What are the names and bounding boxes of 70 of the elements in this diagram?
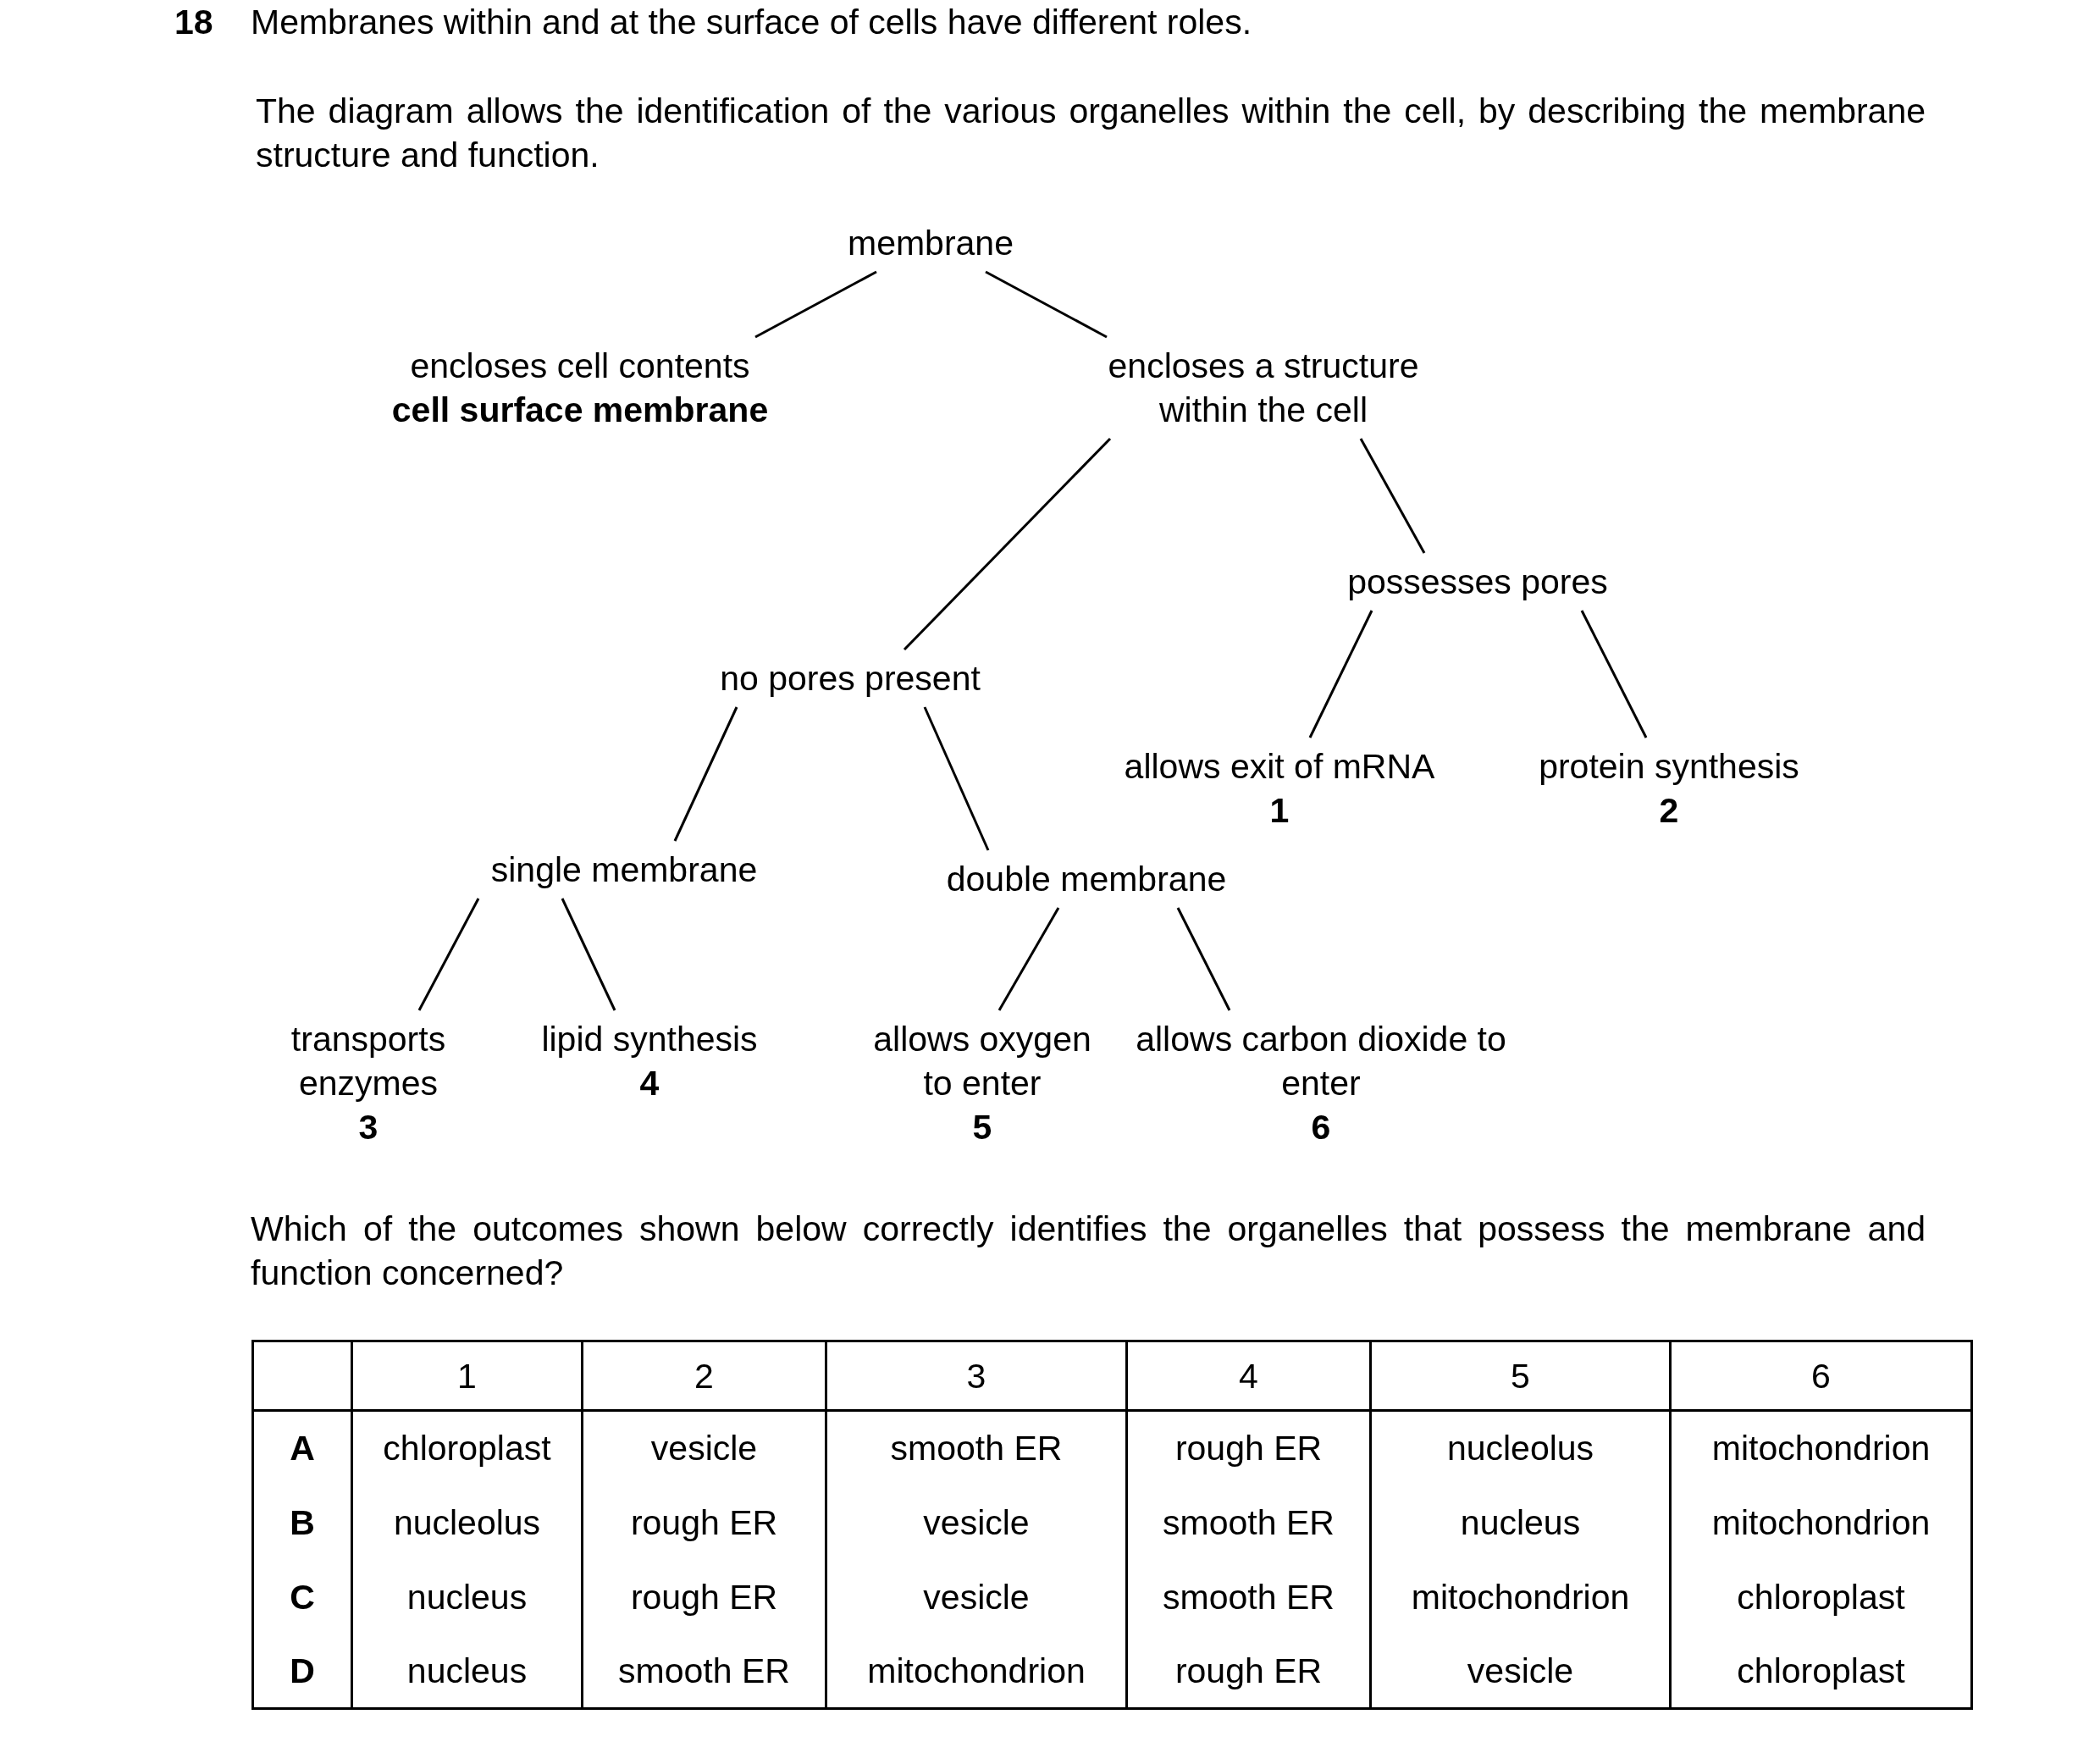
branch-line [903,437,1112,651]
table-cell: rough ER [582,1559,826,1634]
table-cell: smooth ER [582,1634,826,1709]
table-cell: mitochondrion [1370,1559,1671,1634]
branch-line [1359,438,1426,554]
table-cell: vesicle [1370,1634,1671,1709]
key-description: allows oxygen to enter [872,1019,1092,1104]
key-outcome: 3 [358,1107,379,1148]
key-description: allows exit of mRNA [1124,746,1435,788]
table-cell: nucleus [351,1559,583,1634]
branch-line [561,898,616,1011]
branch-line [923,706,990,851]
column-header: 5 [1370,1341,1671,1411]
key-description: no pores present [720,658,981,700]
table-cell: mitochondrion [826,1634,1127,1709]
column-header: 3 [826,1341,1127,1411]
key-description: protein synthesis [1539,746,1799,788]
branch-line [998,907,1060,1011]
table-cell: nucleus [1370,1485,1671,1560]
table-cell: mitochondrion [1670,1485,1972,1560]
table-cell: rough ER [1126,1410,1371,1485]
column-header: 1 [351,1341,583,1411]
table-cell: rough ER [1126,1634,1371,1709]
option-letter: C [252,1559,352,1634]
option-letter: A [252,1410,352,1485]
branch-line [985,270,1108,339]
table-cell: nucleolus [1370,1410,1671,1485]
branch-line [673,706,738,842]
key-outcome: 4 [639,1063,660,1104]
key-outcome: 1 [1269,790,1290,832]
key-outcome: 5 [972,1107,992,1148]
key-description: possesses pores [1347,561,1608,603]
key-description: encloses cell contents [410,346,750,387]
table-cell: chloroplast [1670,1559,1972,1634]
table-cell: chloroplast [1670,1634,1972,1709]
table-cell: vesicle [582,1410,826,1485]
branch-line [1580,610,1648,738]
key-outcome: cell surface membrane [391,390,769,431]
key-description: encloses a structure within the cell [1107,346,1420,431]
key-description: double membrane [946,859,1227,900]
column-header: 6 [1670,1341,1972,1411]
table-cell: smooth ER [1126,1559,1371,1634]
key-description: transports enzymes [290,1019,447,1104]
table-cell: smooth ER [826,1410,1127,1485]
key-description: single membrane [490,849,758,891]
key-description: membrane [848,223,1014,264]
branch-line [417,898,480,1011]
question-title: Membranes within and at the surface of cells have different roles. [251,2,1252,43]
column-header: 4 [1126,1341,1371,1411]
branch-line [1176,907,1231,1011]
key-outcome: 6 [1311,1107,1331,1148]
table-cell: vesicle [826,1559,1127,1634]
option-letter: D [252,1634,352,1709]
intro-paragraph: The diagram allows the identification of the various organelles within the cell, by describing the membrane structure and function. [256,91,1926,176]
key-outcome: 2 [1659,790,1679,832]
table-cell: chloroplast [351,1410,583,1485]
question-text: Which of the outcomes shown below correctly identifies the organelles that possess the membrane and function concerned? [251,1208,1926,1294]
table-cell: nucleus [351,1634,583,1709]
option-letter: B [252,1485,352,1560]
table-cell: mitochondrion [1670,1410,1972,1485]
table-cell: smooth ER [1126,1485,1371,1560]
column-header: 2 [582,1341,826,1411]
branch-line [1308,610,1373,738]
branch-line [754,270,877,339]
key-description: lipid synthesis [541,1019,758,1060]
table-cell: vesicle [826,1485,1127,1560]
key-description: allows carbon dioxide to enter [1135,1019,1507,1104]
question-number: 18 [174,2,213,43]
table-cell: nucleolus [351,1485,583,1560]
table-cell: rough ER [582,1485,826,1560]
